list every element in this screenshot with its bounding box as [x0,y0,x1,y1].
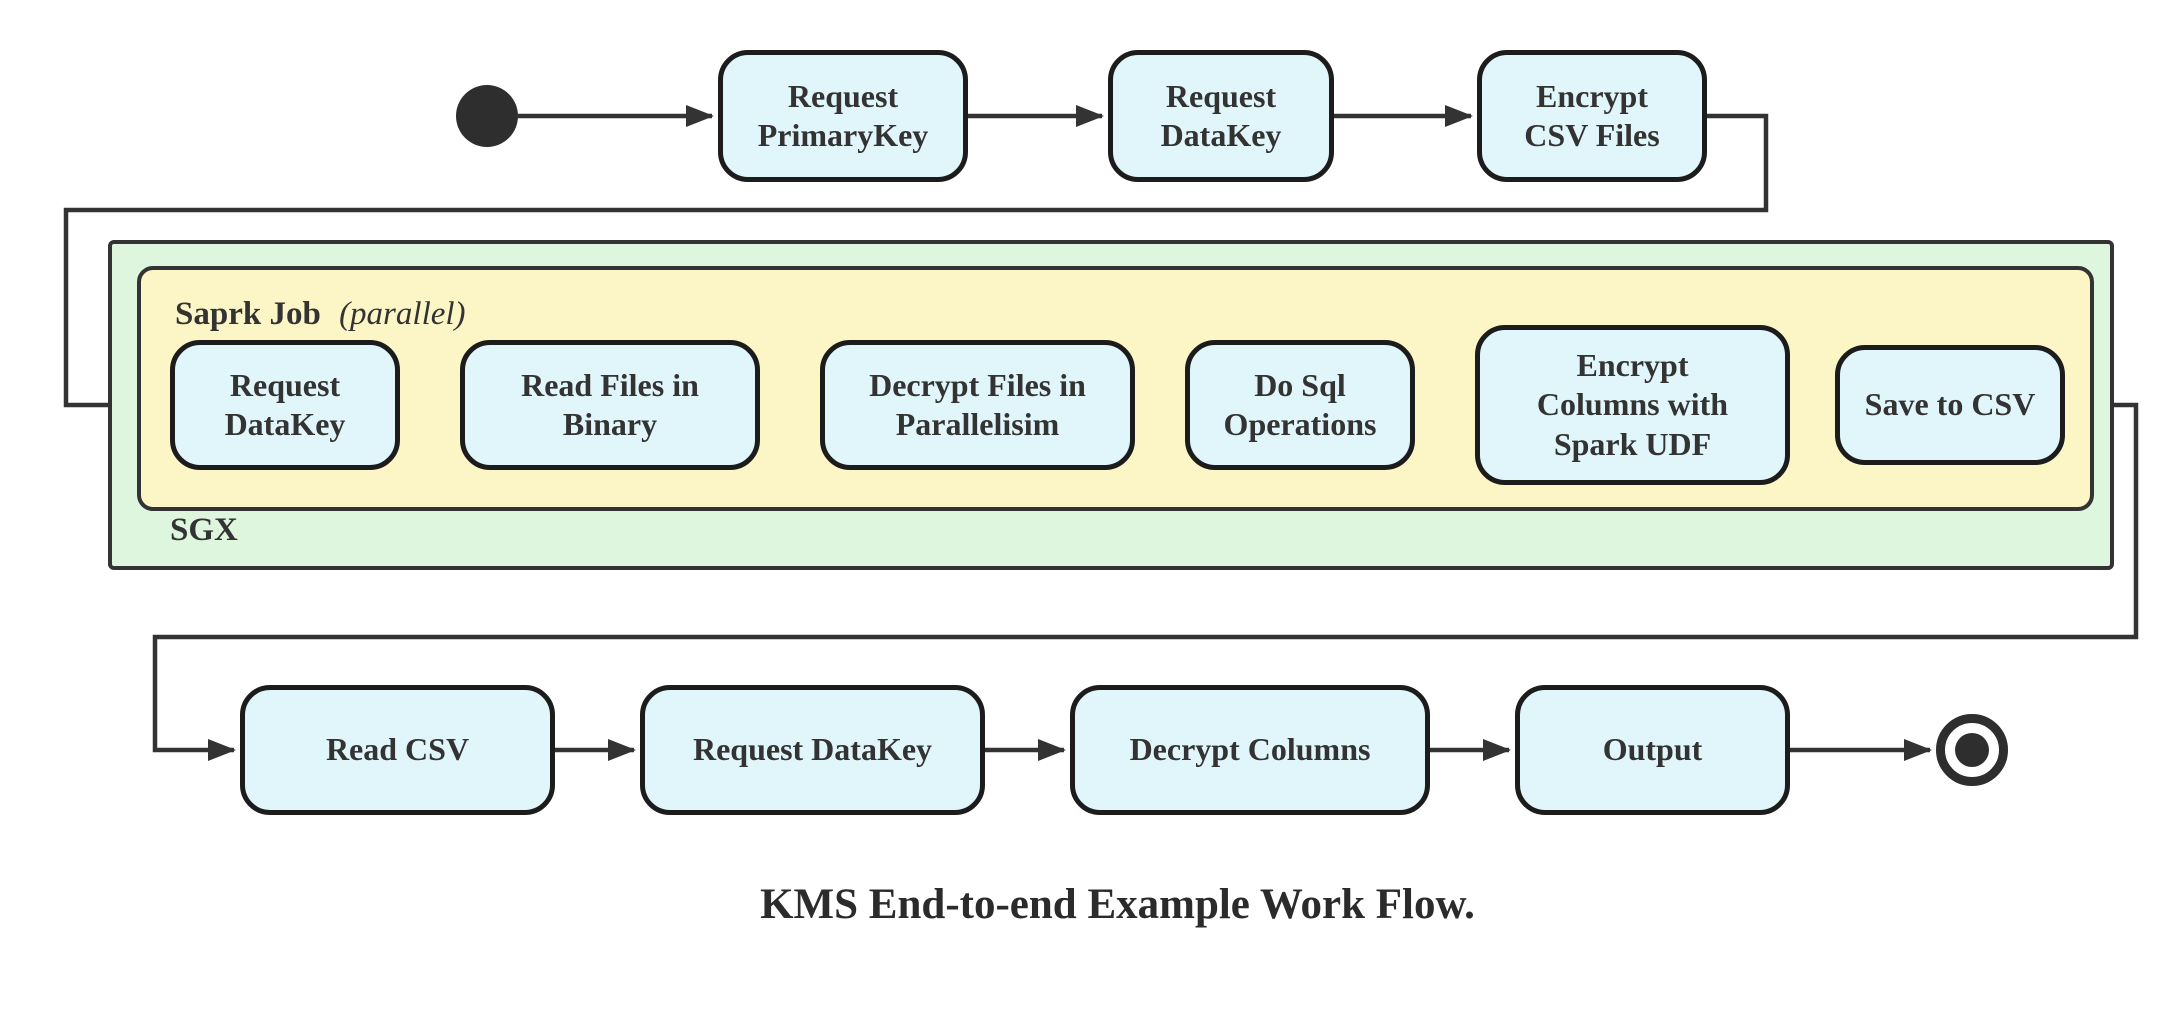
sgx-label: SGX [170,512,238,548]
node-output: Output [1515,685,1790,815]
node-read-csv: Read CSV [240,685,555,815]
spark-job-title: Saprk Job (parallel) [175,296,466,333]
node-request-datakey-bottom: Request DataKey [640,685,985,815]
spark-job-title-text: Saprk Job [175,296,321,332]
start-node [456,85,518,147]
node-decrypt-files-in-parallelisim: Decrypt Files in Parallelisim [820,340,1135,470]
spark-job-qualifier: (parallel) [339,296,466,332]
node-read-files-in-binary: Read Files in Binary [460,340,760,470]
node-request-primarykey: Request PrimaryKey [718,50,968,182]
node-save-to-csv: Save to CSV [1835,345,2065,465]
node-do-sql-operations: Do Sql Operations [1185,340,1415,470]
node-decrypt-columns: Decrypt Columns [1070,685,1430,815]
node-sgx-request-datakey: Request DataKey [170,340,400,470]
end-node-dot [1955,733,1989,767]
node-encrypt-csv-files: Encrypt CSV Files [1477,50,1707,182]
node-request-datakey-top: Request DataKey [1108,50,1334,182]
end-node [1936,714,2008,786]
node-encrypt-columns-with-spark-udf: Encrypt Columns with Spark UDF [1475,325,1790,485]
diagram-caption: KMS End-to-end Example Work Flow. [760,881,1475,928]
